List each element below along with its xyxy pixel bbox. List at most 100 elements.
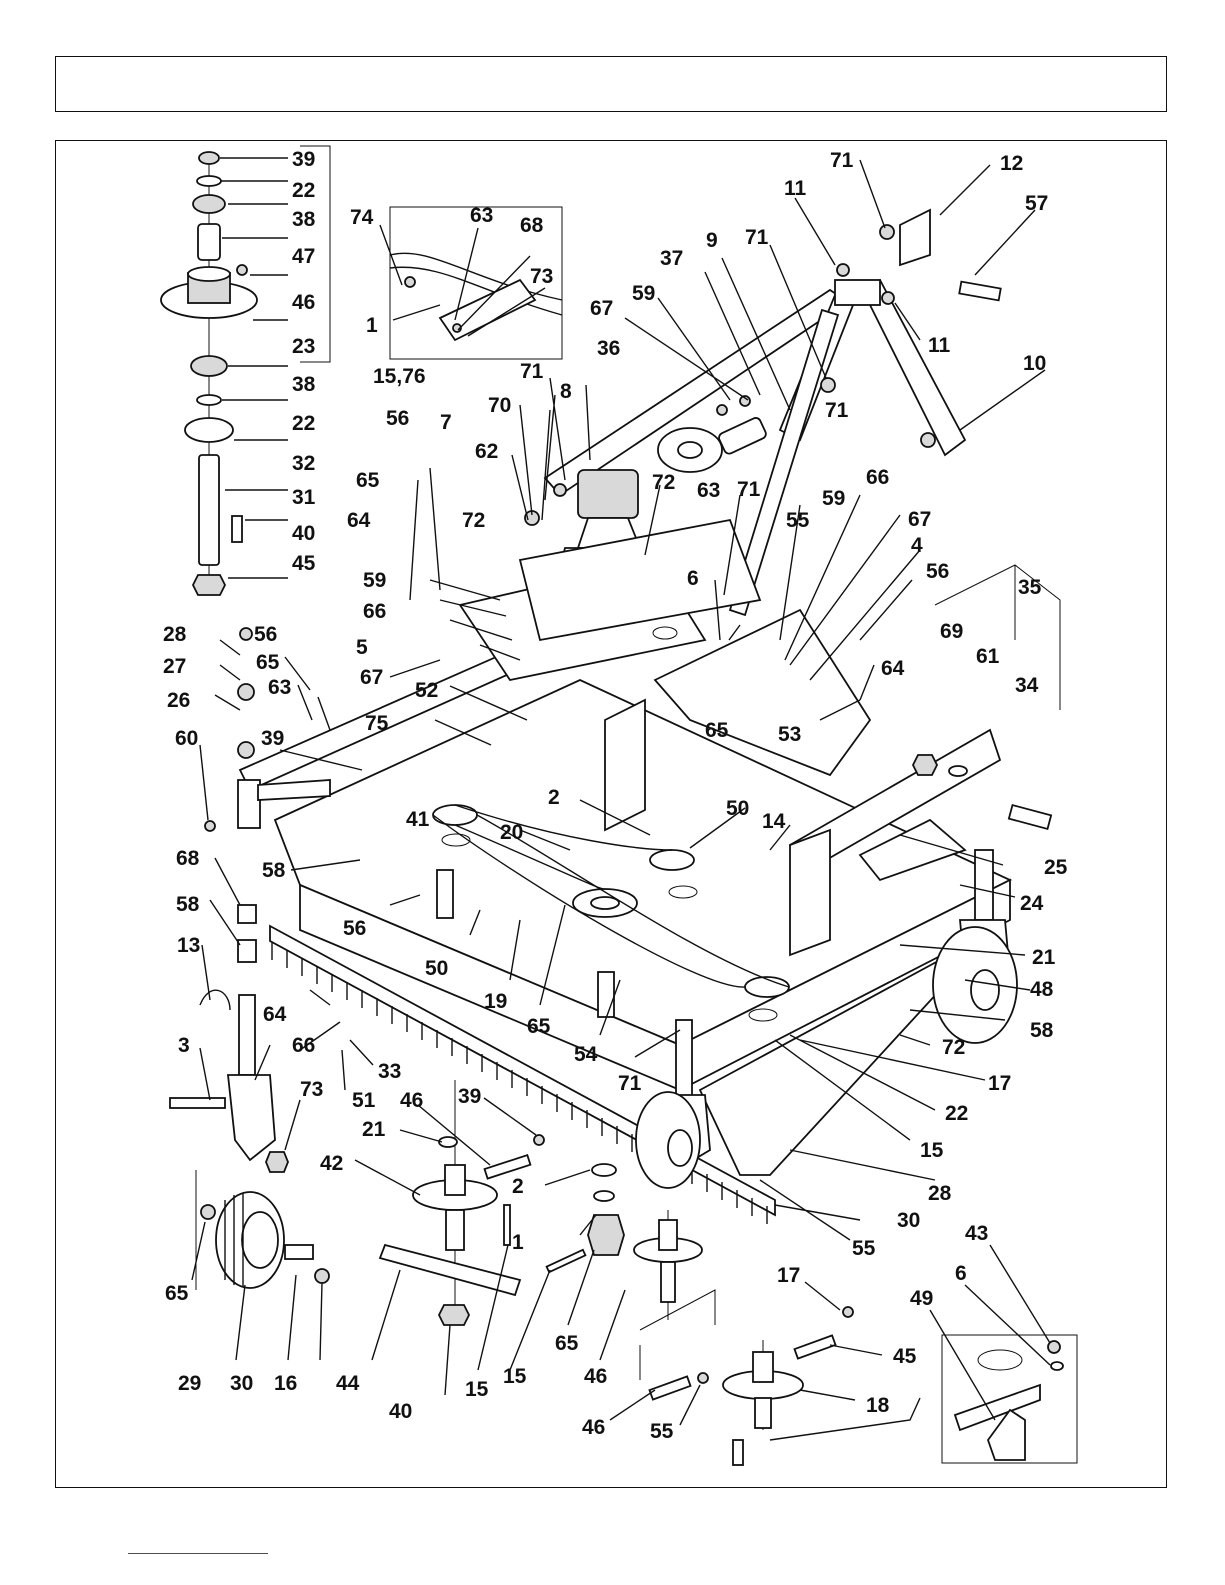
callout-24: 58 [176,893,200,916]
bolt-18 [648,1375,692,1401]
callout-43: 65 [555,1332,579,1355]
callout-15c: 18 [866,1394,890,1417]
callout-12: 12 [1000,152,1023,175]
plate-52 [518,518,762,642]
callout-39b: 2 [548,786,560,809]
callout-47: 47 [292,245,315,268]
footer-link-underline[interactable] [128,1553,268,1554]
spindle-blade-assembly [378,1080,854,1466]
nut-45b [437,1304,471,1326]
callout-38: 38 [292,208,316,231]
header-box [55,56,1167,112]
mower-deck [238,518,1013,1224]
plate-14 [858,818,967,882]
callout-42: 2 [512,1175,524,1198]
callout-5: 5 [356,636,368,659]
callout-64b: 64 [881,657,905,680]
callout-58c: 54 [574,1043,598,1066]
callout-2b: 28 [928,1182,952,1205]
washer-42 [591,1163,617,1177]
callout-65d: 48 [1030,978,1054,1001]
shaft-37 [718,417,767,455]
snap-ring-22b [196,394,222,406]
pulley-20 [649,849,695,871]
callout-65: 65 [356,469,380,492]
callout-62: 62 [475,440,498,463]
callout-63: 63 [470,204,493,227]
pin-44 [545,1248,587,1274]
diagram-frame [55,140,1167,1488]
blade-16 [378,1243,522,1297]
callout-9: 9 [706,229,718,252]
bushing-30b [314,1268,330,1284]
callout-54: 3 [178,1034,190,1057]
callout-46b: 39 [458,1085,481,1108]
caster-fork-3 [226,1074,276,1162]
callout-17b: 45 [893,1345,917,1368]
callout-29: 30 [230,1372,253,1395]
bolt-17 [483,1154,532,1180]
callout-64c: 63 [268,676,291,699]
callout-44: 15 [503,1365,527,1388]
callout-61: 61 [976,645,1000,668]
callout-7: 7 [440,411,452,434]
bolt-54 [169,1097,226,1109]
callout-45: 45 [292,552,316,575]
callout-22c: 21 [362,1118,386,1141]
callout-60: 39 [261,727,284,750]
callout-69: 69 [940,620,963,643]
callout-1: 1 [366,314,378,337]
nut-39 [198,151,220,165]
callout-38b: 38 [292,373,316,396]
callout-64: 64 [347,509,371,532]
pin-48 [199,989,231,1011]
washer-28 [593,1190,615,1202]
snap-ring-22 [196,175,222,187]
callout-51: 17 [988,1072,1011,1095]
callout-41: 20 [500,821,523,844]
callout-18: 46 [582,1416,605,1439]
callout-65b: 65 [256,651,280,674]
callout-46c: 17 [777,1264,800,1287]
callout-32: 32 [292,452,315,475]
callout-50b: 19 [484,990,507,1013]
callout-6b: 49 [910,1287,933,1310]
callout-71e: 71 [737,478,761,501]
callout-45b: 40 [389,1400,412,1423]
pin-34 [1007,803,1053,831]
bolt-17b [793,1334,837,1360]
bearing-38b [190,355,228,377]
callout-28: 28 [163,623,187,646]
key-40b [503,1204,511,1246]
callout-22: 22 [292,179,315,202]
callout-48: 13 [177,934,200,957]
callout-63c: 52 [415,679,438,702]
spindle-shaft-31 [198,454,220,566]
callout-53: 75 [365,712,389,735]
left-caster-assembly [169,627,331,1173]
callout-27: 27 [163,655,186,678]
spindle-stack-assembly [160,151,258,596]
callout-37: 37 [660,247,683,270]
callout-11: 11 [784,177,807,200]
callout-55b: 43 [965,1222,988,1245]
callout-55: 55 [786,509,810,532]
callout-75: 60 [175,727,198,750]
callout-labels: 39 22 38 47 46 23 15,76 38 22 32 31 40 4… [163,148,1068,1443]
callout-31: 31 [292,486,316,509]
key-40 [231,515,243,543]
callout-63b: 63 [697,479,720,502]
callout-68b: 58 [262,859,286,882]
callout-66c: 33 [378,1060,401,1083]
callout-56: 56 [386,407,409,430]
grease-fitting-46 [236,264,248,276]
callout-58b: 21 [1032,946,1056,969]
left-wheel-assembly [195,1170,330,1290]
callout-35: 35 [1018,576,1042,599]
spacer-47 [197,223,221,261]
callout-15-76: 15,76 [373,365,426,388]
callout-50: 14 [762,810,786,833]
washer-61 [948,765,968,777]
callout-67b: 67 [908,508,931,531]
callout-70: 70 [488,394,511,417]
